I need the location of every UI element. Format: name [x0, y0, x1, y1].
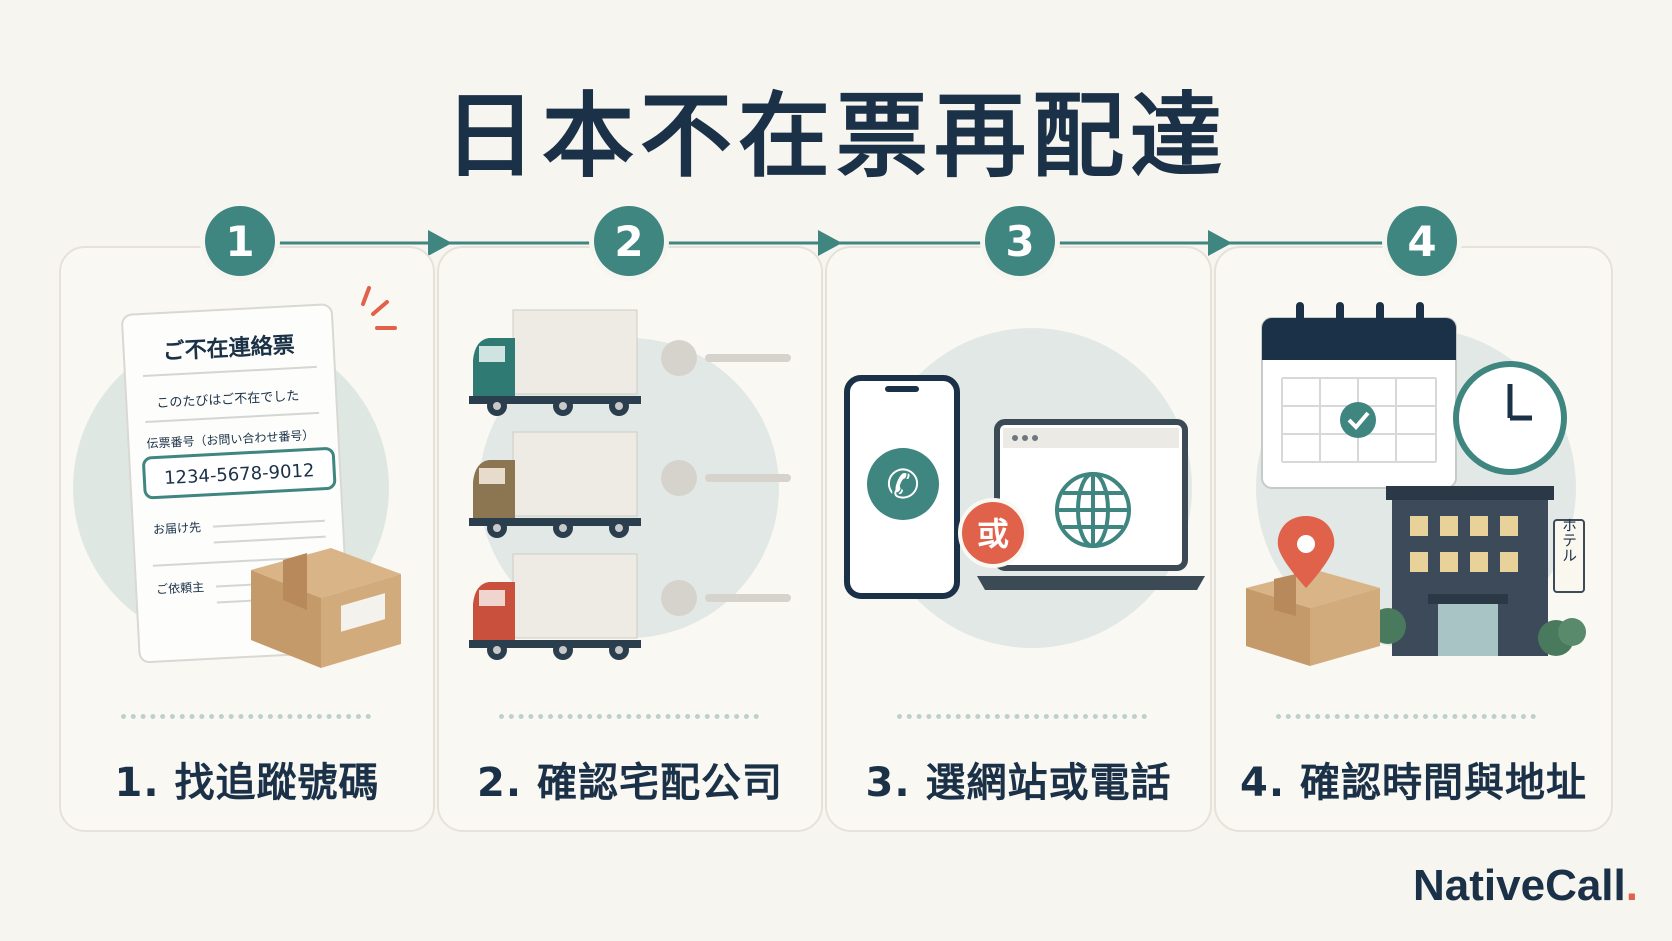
brand-logo: NativeCall.	[1413, 861, 1638, 911]
truck-icon	[469, 553, 641, 660]
step-badge-2: 2	[594, 206, 664, 276]
arrow-right-icon	[818, 230, 842, 256]
arrow-right-icon	[1208, 230, 1232, 256]
truck-icon	[469, 431, 641, 538]
step-badge-3: 3	[985, 206, 1055, 276]
step-label-3: 3. 選網站或電話	[865, 760, 1172, 806]
brand-name: NativeCall	[1413, 861, 1626, 910]
step-label-1: 1. 找追蹤號碼	[114, 760, 380, 806]
step-connector	[270, 230, 1432, 256]
page-title: 日本不在票再配達	[443, 82, 1228, 190]
package-icon	[1246, 570, 1380, 666]
step-card-4: ホテル 4. 確認時間與地址	[1214, 246, 1613, 832]
option-placeholder	[661, 340, 791, 616]
phone-icon: ✆	[844, 375, 960, 599]
step-card-3: ✆ 或 3. 選網站或電話	[825, 246, 1212, 832]
divider-dots	[897, 714, 1147, 719]
step-label-2: 2. 確認宅配公司	[477, 760, 783, 806]
calendar-icon	[1261, 302, 1457, 489]
arrow-right-icon	[428, 230, 452, 256]
brand-dot: .	[1625, 861, 1638, 910]
truck-icon	[469, 309, 641, 416]
step-badge-4: 4	[1387, 206, 1457, 276]
alert-marks-icon	[361, 286, 397, 330]
step-card-2: 2. 確認宅配公司	[437, 246, 823, 832]
divider-dots	[1276, 714, 1536, 719]
svg-text:✆: ✆	[886, 462, 920, 508]
step-label-4: 4. 確認時間與地址	[1240, 760, 1587, 806]
couriers-illustration	[469, 309, 791, 660]
delivery-notice-illustration: ご不在連絡票 このたびはご不在でした 伝票番号（お問い合わせ番号） 1234-5…	[73, 286, 401, 668]
deliver-to-label: お届け先	[153, 520, 202, 536]
globe-icon	[1055, 472, 1131, 548]
divider-dots	[499, 714, 759, 719]
schedule-address-illustration: ホテル	[1246, 302, 1586, 666]
notice-line1: このたびはご不在でした	[156, 388, 300, 411]
hotel-sign: ホテル	[1560, 518, 1578, 563]
hotel-icon: ホテル	[1386, 486, 1585, 656]
package-icon	[251, 548, 401, 668]
location-pin-icon	[1277, 516, 1335, 588]
tree-icon	[1370, 608, 1586, 656]
sender-label: ご依頼主	[156, 579, 205, 596]
divider-dots	[121, 714, 371, 719]
step-badge-1: 1	[205, 206, 275, 276]
clock-icon	[1453, 361, 1567, 475]
phone-or-web-illustration: ✆ 或	[844, 328, 1205, 648]
step-card-1: ご不在連絡票 このたびはご不在でした 伝票番号（お問い合わせ番号） 1234-5…	[59, 246, 435, 832]
or-badge: 或	[977, 515, 1009, 553]
